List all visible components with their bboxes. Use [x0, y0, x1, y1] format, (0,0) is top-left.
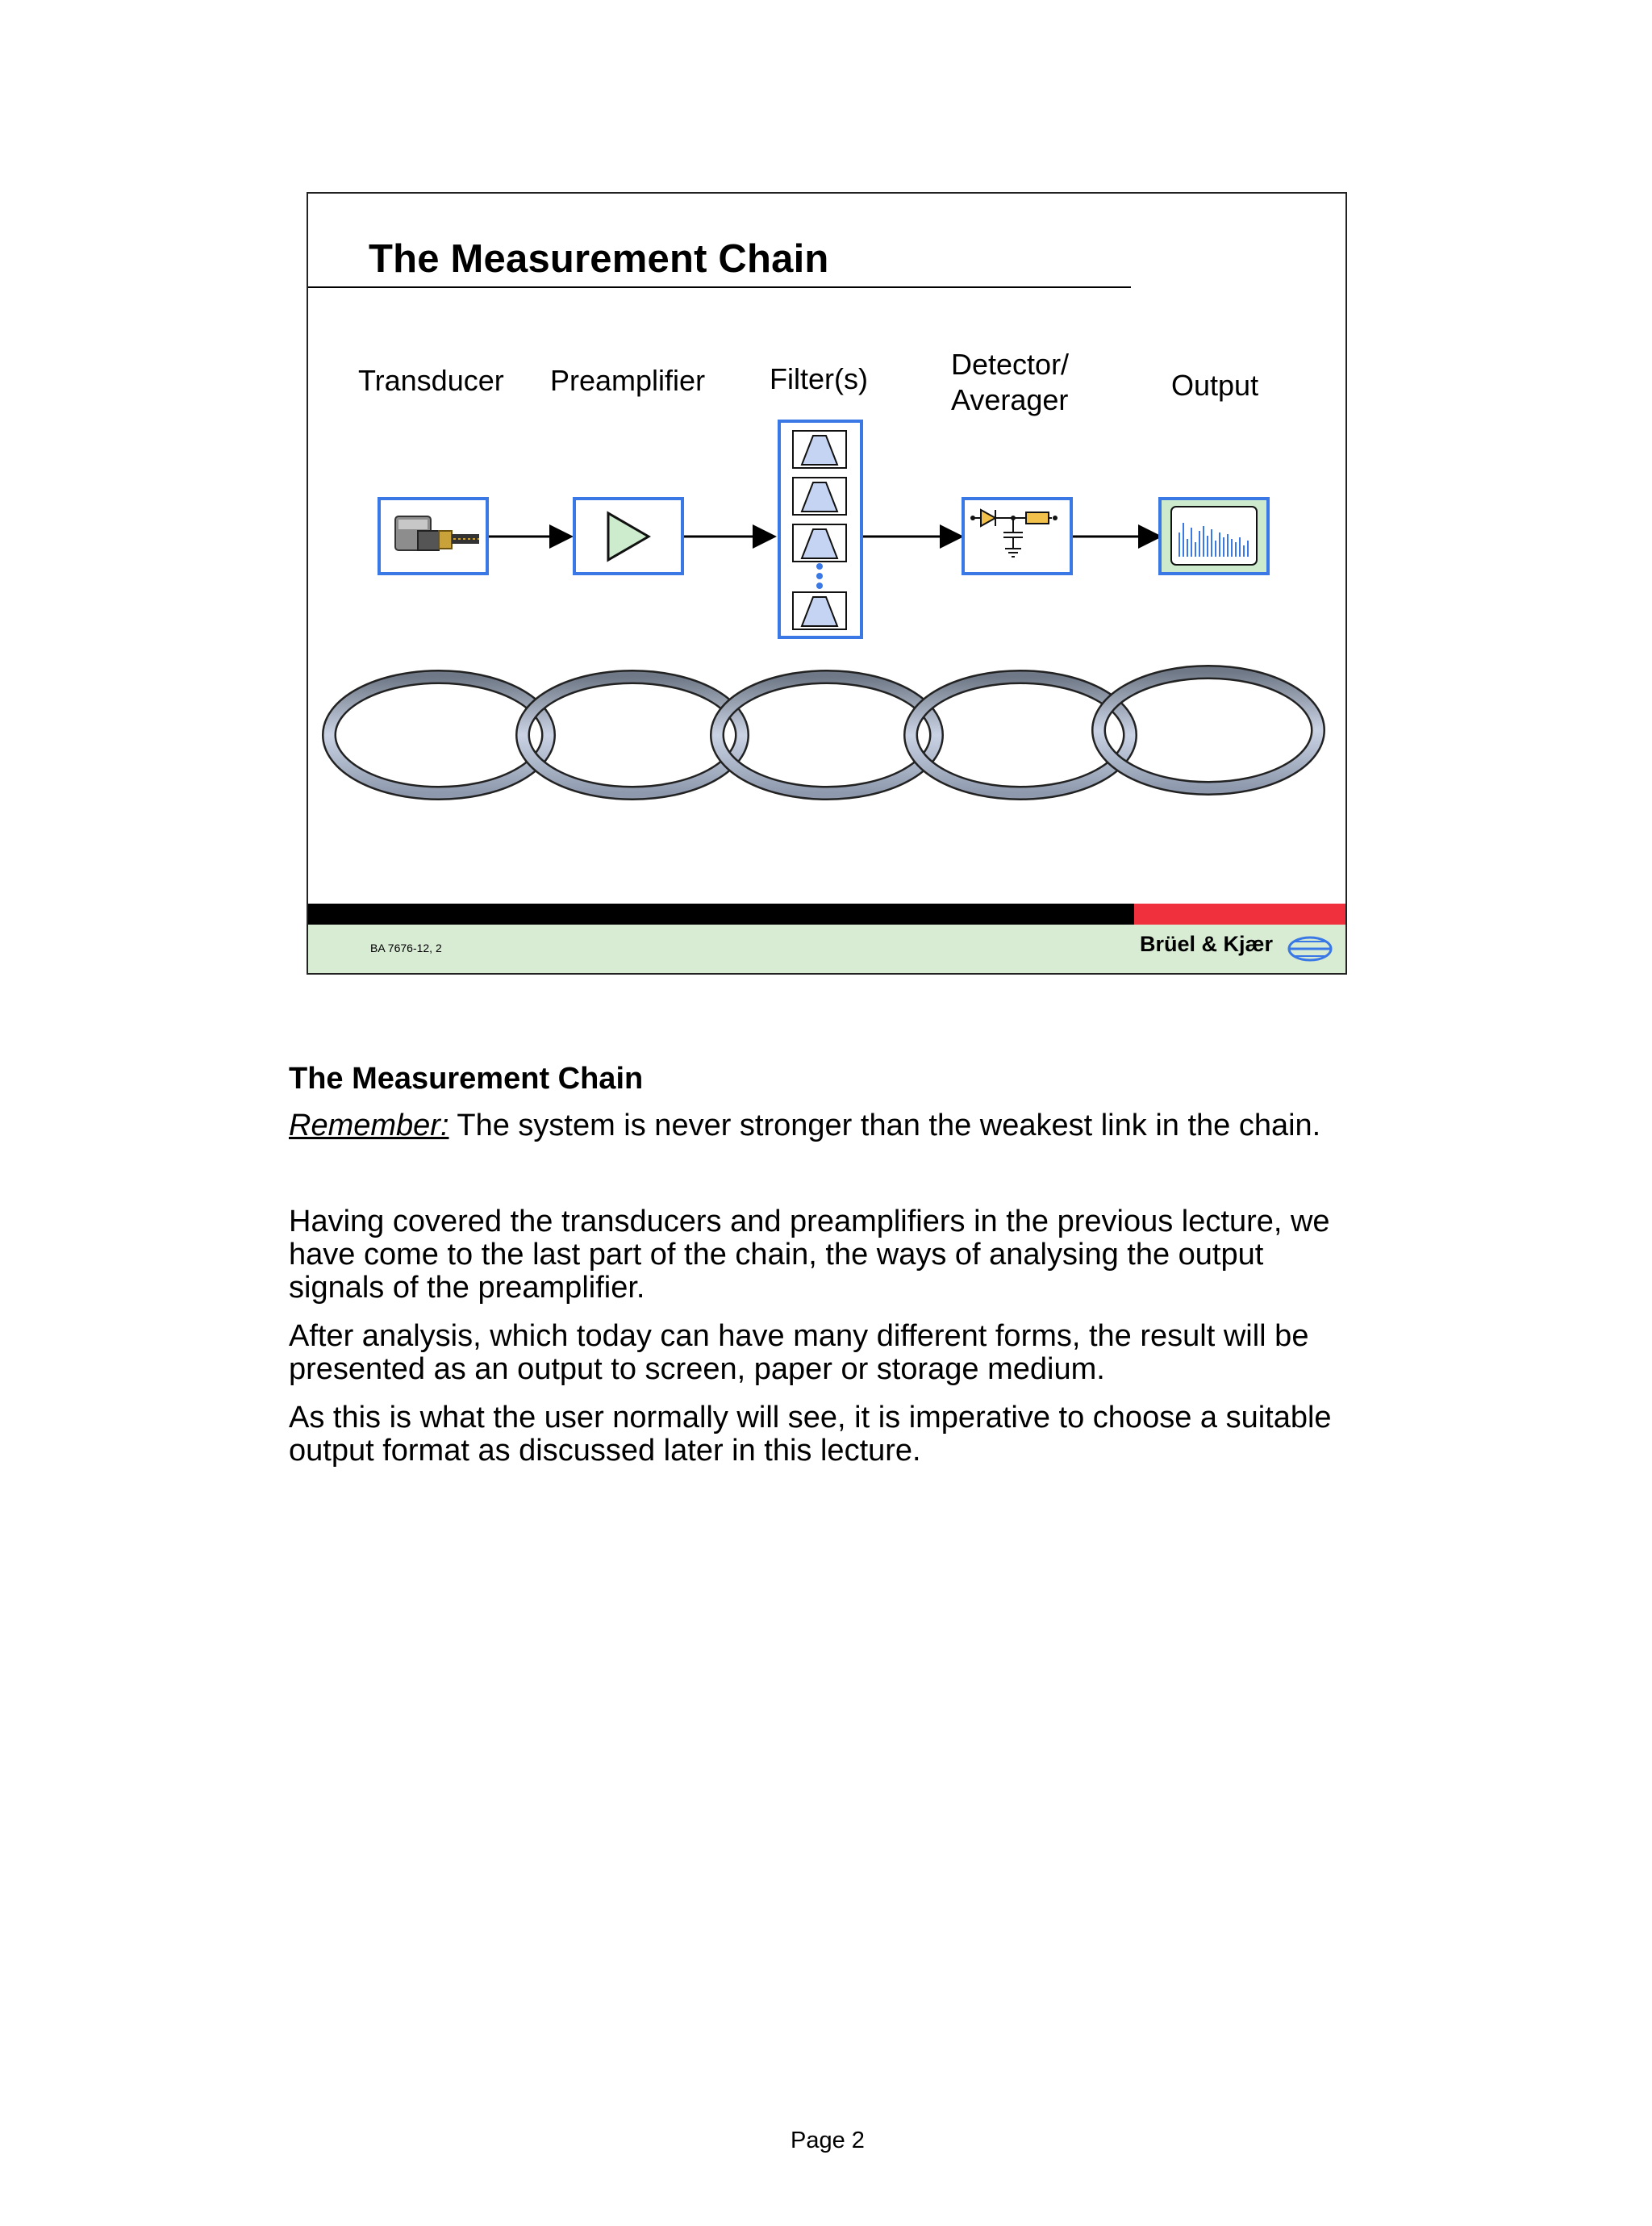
stage-label-output: Output [1171, 369, 1259, 402]
page-number: Page 2 [791, 2128, 865, 2153]
stage-label-transducer: Transducer [358, 364, 504, 397]
title-rule [308, 286, 1131, 288]
stage-label-averager: Averager [951, 383, 1069, 416]
footer-red-bar [1134, 904, 1345, 925]
section-heading: The Measurement Chain [289, 1062, 644, 1096]
remember-line: Remember: The system is never stronger t… [289, 1109, 1320, 1143]
slide: The Measurement Chain Transducer Preampl… [307, 192, 1347, 975]
paragraph-3-line-1: As this is what the user normally will s… [289, 1401, 1332, 1435]
chain-link-5 [1091, 665, 1325, 796]
chain-link-3 [710, 670, 944, 800]
preamplifier-icon [573, 497, 684, 575]
remember-label: Remember: [289, 1109, 449, 1142]
paragraph-3-line-2: output format as discussed later in this… [289, 1434, 921, 1468]
paragraph-2: After analysis, which today can have man… [289, 1320, 1386, 1386]
paragraph-1-line-2: have come to the last part of the chain,… [289, 1238, 1264, 1272]
chain-link-2 [515, 670, 749, 800]
stage-label-preamplifier: Preamplifier [550, 364, 706, 397]
chain-link-4 [903, 670, 1137, 800]
brand-logo-icon [1287, 936, 1333, 962]
paragraph-1: Having covered the transducers and pream… [289, 1205, 1386, 1305]
document-reference: BA 7676-12, 2 [370, 942, 442, 954]
footer-black-bar [308, 904, 1134, 925]
paragraph-2-line-1: After analysis, which today can have man… [289, 1319, 1309, 1353]
filter-bank-icon [778, 420, 863, 639]
chain-link-1 [322, 670, 556, 800]
paragraph-3: As this is what the user normally will s… [289, 1401, 1386, 1468]
paragraph-2-line-2: presented as an output to screen, paper … [289, 1352, 1105, 1386]
remember-text: The system is never stronger than the we… [448, 1109, 1321, 1142]
brand-name: Brüel & Kjær [1140, 932, 1274, 956]
detector-averager-icon [962, 497, 1073, 575]
chain-links [322, 665, 1325, 800]
stage-label-detector: Detector/ [951, 348, 1070, 381]
paragraph-1-line-3: signals of the preamplifier. [289, 1271, 645, 1305]
transducer-icon [378, 497, 489, 575]
paragraph-1-line-1: Having covered the transducers and pream… [289, 1205, 1330, 1238]
measurement-chain-diagram [322, 420, 1325, 800]
footer-band [308, 925, 1345, 973]
slide-title: The Measurement Chain [369, 237, 829, 281]
stage-label-filters: Filter(s) [770, 362, 868, 395]
output-display-icon [1158, 497, 1270, 575]
